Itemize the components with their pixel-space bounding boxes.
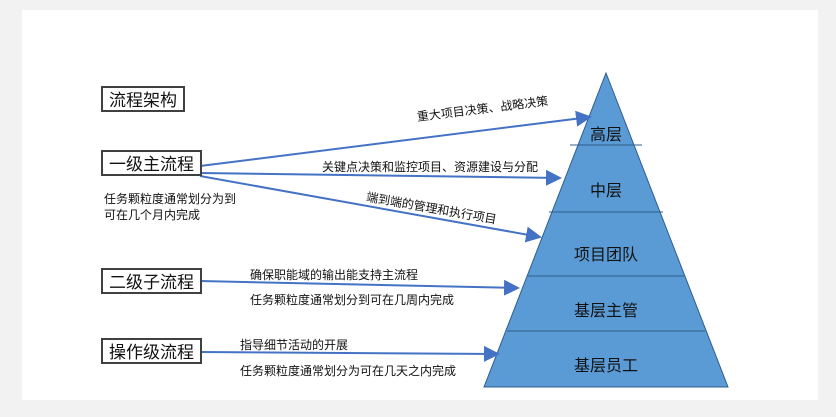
arrow-to-middle <box>199 169 562 186</box>
level1-box: 一级主流程 <box>101 150 202 176</box>
level3-desc-2: 任务颗粒度通常划分为可在几天之内完成 <box>240 364 457 378</box>
level2-box: 二级子流程 <box>101 268 202 294</box>
pyramid-level-team: 项目团队 <box>573 245 638 264</box>
level3-desc-1: 指导细节活动的开展 <box>240 338 349 352</box>
arrow-to-high <box>199 110 592 167</box>
arrow-to-staff <box>199 345 500 362</box>
diagram-graphics <box>199 71 729 388</box>
level3-box: 操作级流程 <box>101 338 202 364</box>
level1-desc-2: 可在几个月内完成 <box>104 208 201 222</box>
level2-desc-2: 任务颗粒度通常划分到可在几周内完成 <box>250 293 455 307</box>
diagram-canvas: 流程架构 一级主流程 任务颗粒度通常划分为到 可在几个月内完成 二级子流程 确保… <box>22 10 818 400</box>
level1-desc-1: 任务颗粒度通常划分为到 <box>104 192 237 206</box>
pyramid <box>483 71 729 388</box>
title-box: 流程架构 <box>101 86 185 112</box>
pyramid-level-staff: 基层员工 <box>573 356 638 375</box>
pyramid-level-supervisor: 基层主管 <box>573 301 638 320</box>
arrow-label-middle: 关键点决策和监控项目、资源建设与分配 <box>322 160 539 174</box>
pyramid-level-high: 高层 <box>589 125 622 144</box>
pyramid-level-middle: 中层 <box>589 181 622 200</box>
level2-desc-1: 确保职能域的输出能支持主流程 <box>250 268 419 282</box>
arrow-to-supervisor <box>199 279 520 296</box>
arrow-to-team <box>199 175 542 243</box>
